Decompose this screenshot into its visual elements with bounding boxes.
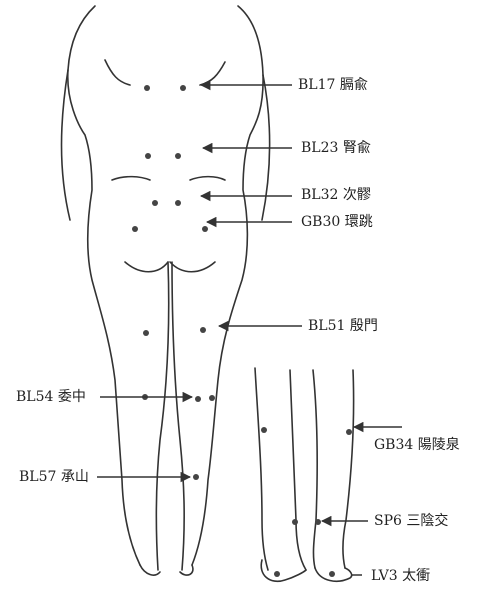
label-bl57: BL57 承山 (19, 469, 89, 485)
point-bl17-right (180, 85, 186, 91)
waist-right (190, 177, 225, 180)
point-bl51-right (200, 327, 206, 333)
point-bl23-left (145, 153, 151, 159)
label-gb30: GB30 環跳 (301, 214, 373, 230)
point-bl32-left (152, 200, 158, 206)
label-bl17: BL17 膈兪 (298, 77, 368, 93)
side-leg-2-front (343, 370, 354, 568)
point-bl57 (193, 474, 199, 480)
right-scapula (200, 62, 225, 85)
point-gb30-left (132, 226, 138, 232)
point-bl17-left (144, 85, 150, 91)
side-leg-1-back (255, 368, 268, 570)
point-bl32-right (175, 200, 181, 206)
label-bl54: BL54 委中 (16, 389, 86, 405)
point-knee-right (209, 395, 215, 401)
left-inner-leg (156, 262, 168, 570)
label-bl32: BL32 次髎 (301, 187, 371, 203)
left-scapula (105, 60, 130, 85)
right-inner-leg (172, 262, 184, 570)
point-bl54-right (195, 396, 201, 402)
waist-left (112, 177, 150, 180)
buttock-crease-right (170, 262, 215, 272)
side-leg-1-front (290, 370, 306, 570)
point-lv3-a (274, 571, 280, 577)
label-bl23: BL23 腎兪 (301, 140, 371, 156)
side-leg-2-back (313, 370, 317, 568)
label-gb34: GB34 陽陵泉 (374, 437, 460, 453)
point-sp6-b (315, 519, 321, 525)
point-gb30-right (202, 226, 208, 232)
torso-outline-right (192, 6, 263, 565)
point-lv3-b (329, 571, 335, 577)
point-sp6-a (292, 519, 298, 525)
buttock-crease-left (125, 262, 168, 272)
point-gb34-a (261, 427, 267, 433)
point-gb34-b (346, 429, 352, 435)
label-sp6: SP6 三陰交 (374, 513, 448, 529)
point-bl23-right (175, 153, 181, 159)
label-lv3: LV3 太衝 (371, 568, 430, 584)
point-bl51-left (143, 330, 149, 336)
label-bl51: BL51 殷門 (308, 318, 378, 334)
